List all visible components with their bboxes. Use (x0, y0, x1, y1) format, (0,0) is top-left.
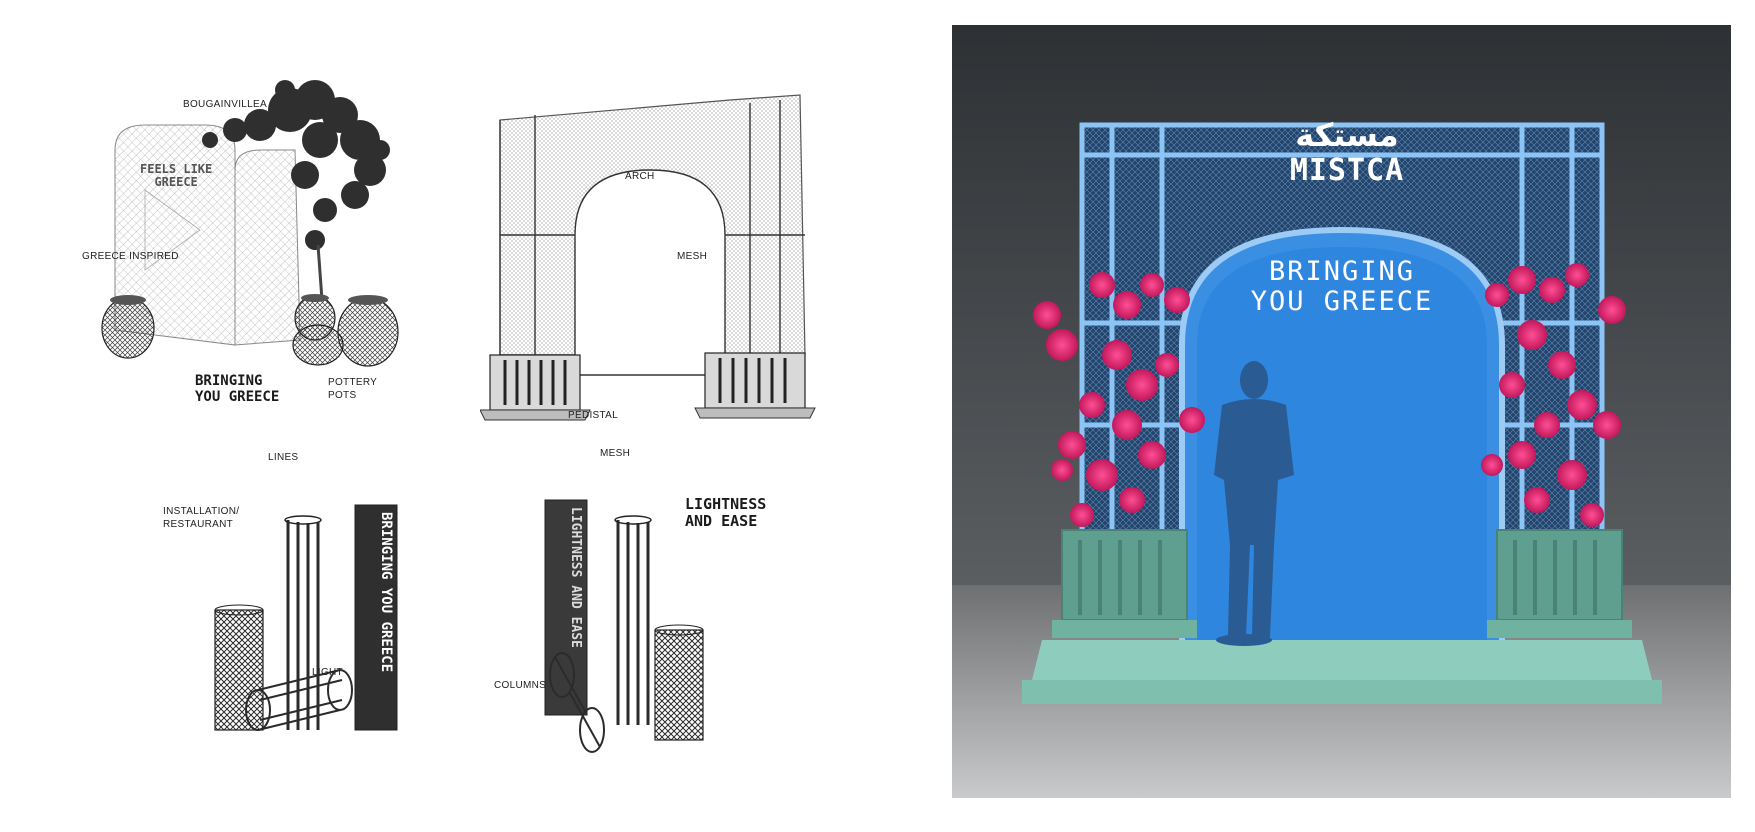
lightness-and-ease-text: LIGHTNESS AND EASE (685, 495, 767, 530)
bringing-you-greece-sketch-text: BRINGING YOU GREECE (195, 373, 280, 405)
render-slogan-line2: YOU GREECE (1250, 286, 1434, 317)
label-columns: COLUMNS (494, 680, 547, 691)
label-pottery-pots: POTTERY POTS (328, 377, 378, 401)
mesh-arch-sketch (480, 94, 816, 421)
arch-render-scene (952, 25, 1731, 798)
column-text-bringing: BRINGING YOU GREECE (378, 512, 394, 672)
mesh-columns-sketch: LIGHTNESS AND EASE (544, 499, 704, 753)
brand-logo-text: MISTCA (1289, 153, 1405, 188)
column-text-lightness: LIGHTNESS AND EASE (568, 507, 583, 648)
greece-wall-sketch (101, 80, 399, 367)
label-mesh-arch: MESH (677, 251, 708, 262)
label-installation-restaurant: INSTALLATION/ RESTAURANT (163, 506, 240, 530)
feels-like-greece-sign: FEELS LIKE GREECE (140, 162, 213, 189)
label-light: LIGHT (312, 667, 343, 678)
render-slogan-line1: BRINGING (1268, 256, 1416, 287)
label-mesh-columns: MESH (600, 448, 631, 459)
label-greece-inspired: GREECE INSPIRED (82, 251, 179, 262)
label-pedistal: PEDISTAL (568, 410, 619, 421)
label-arch: ARCH (625, 171, 655, 182)
lines-installation-sketch: BRINGING YOU GREECE (214, 504, 398, 731)
label-lines: LINES (268, 452, 299, 463)
label-bougainvillea: BOUGAINVILLEA (183, 99, 267, 110)
brand-logo-arabic: مستكة (1295, 116, 1399, 154)
arch-render: مستكة MISTCA BRINGING YOU GREECE (952, 25, 1731, 798)
